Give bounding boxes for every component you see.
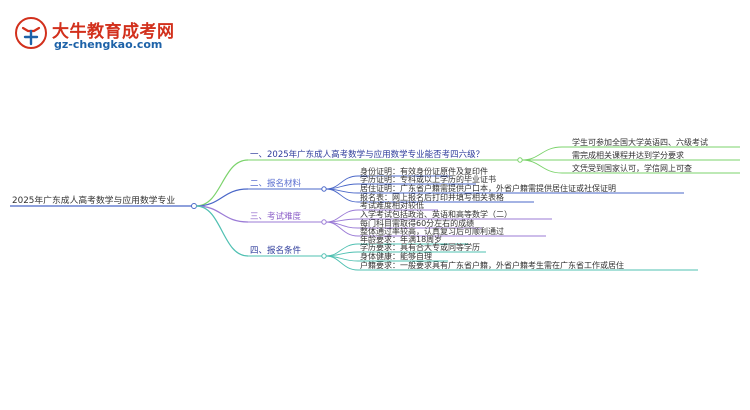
leaf-1-1: 学生可参加全国大学英语四、六级考试 <box>572 138 708 147</box>
branch-1-label: 一、2025年广东成人高考数学与应用数学专业能否考四六级？ <box>250 150 485 160</box>
branch-4-dot <box>321 253 327 259</box>
leaf-4-2: 学历要求：具有合大专或同等学历 <box>360 243 480 252</box>
leaf-4-1: 年龄要求：年满18周岁 <box>360 235 443 244</box>
leaf-3-4: 整体通过率较高，认真复习后可顺利通过 <box>360 227 504 236</box>
root-dot <box>191 203 197 209</box>
branch-2-label: 二、报名材料 <box>250 179 302 189</box>
branch-3-label: 三、考试难度 <box>250 212 302 222</box>
brand-name: 大牛教育成考网 <box>52 22 175 42</box>
site-logo[interactable]: 大牛教育成考网 gz-chengkao.com <box>14 16 174 56</box>
connector-branch-1 <box>195 159 249 207</box>
leaf-1-2: 需完成相关课程并达到学分要求 <box>572 151 684 160</box>
leaf-2-2: 学历证明：专科或以上学历的毕业证书 <box>360 175 496 184</box>
leaf-2-1: 身份证明：有效身份证原件及复印件 <box>360 167 488 176</box>
connector-branch-3 <box>195 205 249 223</box>
branch-2-dot <box>321 186 327 192</box>
branch-1-dot <box>517 157 523 163</box>
bull-logo-icon <box>15 17 47 49</box>
root-node: 2025年广东成人高考数学与应用数学专业 <box>12 196 176 206</box>
leaf-2-3: 居住证明：广东省户籍需提供户口本，外省户籍需提供居住证或社保证明 <box>360 184 616 193</box>
branch-4-label: 四、报名条件 <box>250 246 302 256</box>
leaf-3-1: 考试难度相对较低 <box>360 201 424 210</box>
branch-3-dot <box>321 219 327 225</box>
leaf-3-2: 入学考试包括政治、英语和高等数学（二） <box>360 210 512 219</box>
leaf-2-4: 报名表：网上报名后打印并填写相关表格 <box>360 193 504 202</box>
leaf-4-4: 户籍要求：一般要求具有广东省户籍，外省户籍考生需在广东省工作或居住 <box>360 261 624 270</box>
leaf-1-3: 文凭受到国家认可，学信网上可查 <box>572 164 692 173</box>
leaf-3-3: 每门科目需取得60分左右的成绩 <box>360 219 475 228</box>
connector-branch-4 <box>195 205 249 257</box>
connector-branch-2 <box>195 188 249 207</box>
brand-url: gz-chengkao.com <box>54 38 163 51</box>
leaf-4-3: 身体健康：能够自理 <box>360 252 432 261</box>
